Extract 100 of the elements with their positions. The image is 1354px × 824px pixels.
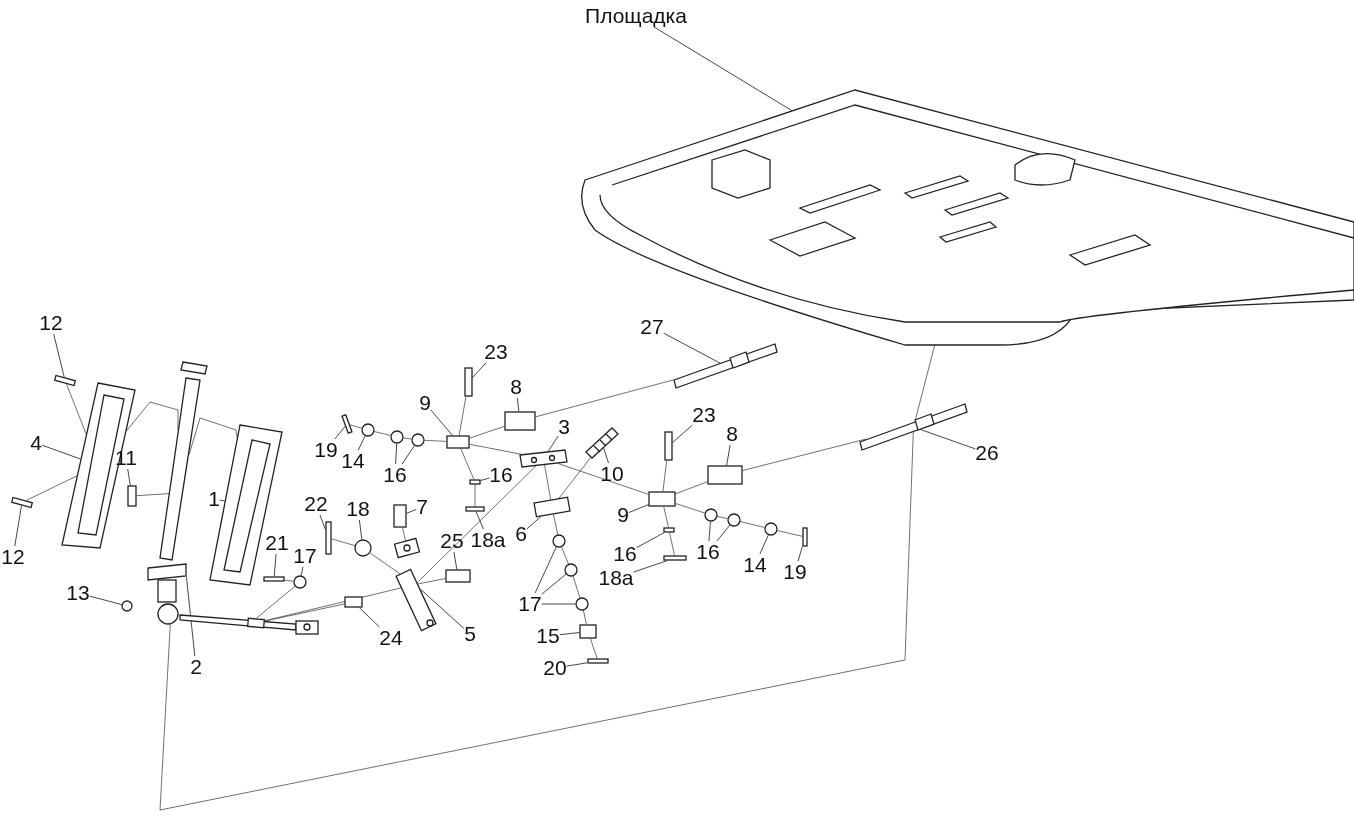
leader-line bbox=[401, 444, 415, 465]
washer bbox=[727, 513, 741, 527]
callout-number: 16 bbox=[613, 543, 637, 565]
callout-number: 23 bbox=[692, 404, 716, 426]
assembly-line bbox=[458, 396, 467, 436]
assembly-line bbox=[553, 513, 559, 536]
nut bbox=[579, 624, 597, 639]
callout-number: 1 bbox=[208, 488, 220, 510]
assembly-line bbox=[417, 578, 446, 585]
callout-number: 9 bbox=[617, 504, 629, 526]
bracket bbox=[61, 382, 136, 549]
assembly-line bbox=[583, 609, 587, 625]
leader-line bbox=[406, 508, 417, 514]
leader-line bbox=[395, 442, 398, 465]
leader-line bbox=[127, 468, 131, 487]
assembly-line bbox=[264, 587, 402, 622]
assembly-line bbox=[739, 521, 766, 528]
callout-number: 9 bbox=[419, 392, 431, 414]
assembly-line bbox=[424, 439, 447, 442]
leader-line bbox=[628, 504, 650, 514]
callout-number: 14 bbox=[743, 554, 767, 576]
leader-line bbox=[541, 603, 576, 605]
callout-number: 12 bbox=[39, 312, 63, 334]
pin bbox=[344, 596, 363, 608]
callout-number: 16 bbox=[383, 464, 407, 486]
assembly-line bbox=[402, 437, 413, 440]
leader-line bbox=[636, 532, 665, 549]
washer bbox=[469, 479, 481, 485]
assembly-line bbox=[558, 457, 592, 499]
leader-line bbox=[420, 589, 465, 630]
leader-line bbox=[603, 447, 609, 464]
leader-line bbox=[472, 362, 487, 379]
callout-number: 16 bbox=[696, 541, 720, 563]
leader-line bbox=[653, 26, 793, 112]
pin bbox=[663, 555, 687, 561]
washer bbox=[575, 597, 589, 611]
assembly-line bbox=[284, 579, 294, 582]
leader-line bbox=[566, 662, 588, 667]
assembly-line bbox=[369, 552, 401, 575]
leader-line bbox=[357, 435, 366, 451]
part-label: Площадка bbox=[585, 5, 687, 27]
nut bbox=[764, 522, 778, 536]
assembly-line bbox=[460, 448, 475, 480]
assembly-line bbox=[915, 344, 936, 420]
pin bbox=[664, 431, 673, 461]
callout-number: 13 bbox=[66, 582, 90, 604]
callout-number: 25 bbox=[440, 530, 464, 552]
callout-number: 5 bbox=[464, 623, 476, 645]
leader-line bbox=[716, 524, 731, 542]
leader-line bbox=[759, 534, 769, 555]
assembly-line bbox=[776, 530, 803, 537]
washer bbox=[354, 539, 372, 557]
callout-number: 21 bbox=[265, 532, 289, 554]
bolt bbox=[53, 374, 77, 387]
assembly-line bbox=[469, 425, 505, 439]
callout-number: 17 bbox=[518, 593, 542, 615]
nut bbox=[121, 600, 133, 612]
cotter-pin bbox=[802, 527, 808, 547]
pin bbox=[445, 569, 471, 583]
pin bbox=[587, 658, 609, 664]
clevis bbox=[648, 491, 676, 507]
callout-number: 7 bbox=[416, 496, 428, 518]
lever-drawing bbox=[147, 361, 208, 625]
callout-number: 8 bbox=[510, 376, 522, 398]
assembly-line bbox=[561, 546, 569, 565]
leader-line bbox=[672, 424, 693, 443]
assembly-line bbox=[557, 463, 649, 495]
cotter-pin bbox=[341, 414, 353, 434]
platform-drawing bbox=[581, 89, 1354, 346]
assembly-line bbox=[669, 532, 675, 556]
shaft bbox=[673, 343, 778, 389]
washer bbox=[390, 430, 404, 444]
callout-number: 6 bbox=[515, 523, 527, 545]
shaft bbox=[859, 403, 968, 451]
leader-line bbox=[633, 560, 668, 573]
pin bbox=[325, 521, 332, 555]
callout-number: 16 bbox=[489, 464, 513, 486]
assembly-line bbox=[716, 516, 729, 519]
assembly-line bbox=[136, 493, 170, 497]
assembly-line bbox=[417, 465, 537, 583]
leader-line bbox=[541, 573, 567, 595]
assembly-line bbox=[349, 424, 363, 429]
washer bbox=[552, 534, 566, 548]
assembly-line bbox=[373, 431, 392, 436]
leader-line bbox=[300, 566, 304, 577]
leader-line bbox=[185, 576, 196, 657]
assembly-line bbox=[572, 575, 581, 599]
leader-line bbox=[89, 595, 123, 606]
leader-line bbox=[319, 514, 326, 530]
nut bbox=[361, 423, 375, 437]
plate bbox=[533, 496, 571, 518]
callout-number: 18 bbox=[346, 498, 370, 520]
fork bbox=[504, 411, 536, 431]
callout-number: 19 bbox=[314, 439, 338, 461]
callout-number: 3 bbox=[558, 416, 570, 438]
assembly-line bbox=[535, 379, 674, 418]
washer bbox=[704, 508, 718, 522]
assembly-line bbox=[544, 464, 552, 501]
bracket bbox=[393, 537, 437, 632]
spring bbox=[585, 427, 619, 459]
